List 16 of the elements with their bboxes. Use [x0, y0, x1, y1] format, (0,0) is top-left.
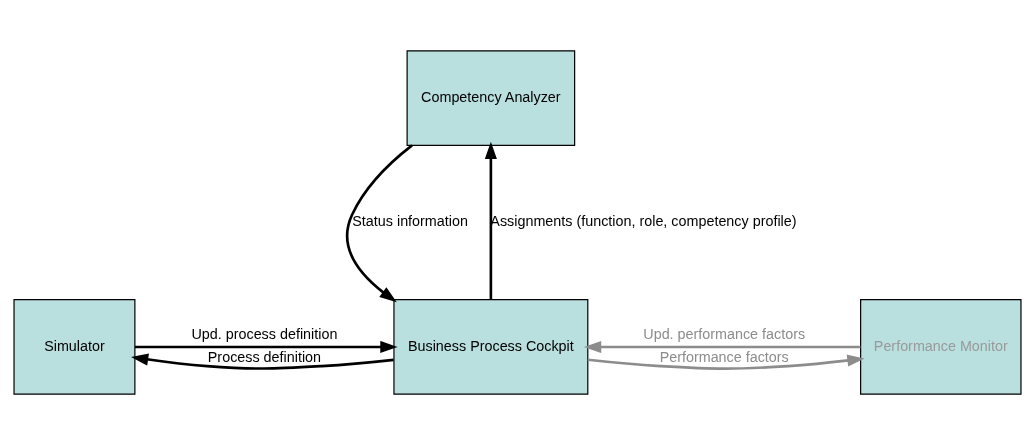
arrow	[131, 353, 394, 370]
arrow	[587, 354, 865, 370]
node-box: Competency Analyzer	[406, 49, 576, 146]
edge-label: Assignments (function, role, competency profile)	[490, 212, 797, 229]
edge-label: Performance factors	[659, 348, 789, 365]
node-box: Performance Monitor	[860, 298, 1022, 395]
node-box: Simulator	[13, 298, 136, 395]
edge-label: Process definition	[207, 348, 322, 365]
arrow	[583, 340, 861, 353]
edge-label: Status information	[352, 212, 468, 229]
node-box: Business Process Cockpit	[393, 298, 589, 395]
arrow	[135, 340, 398, 353]
arrow	[484, 141, 497, 300]
arrow	[345, 143, 413, 302]
edge-label: Upd. performance factors	[643, 325, 806, 342]
edge-label: Upd. process definition	[191, 325, 338, 342]
